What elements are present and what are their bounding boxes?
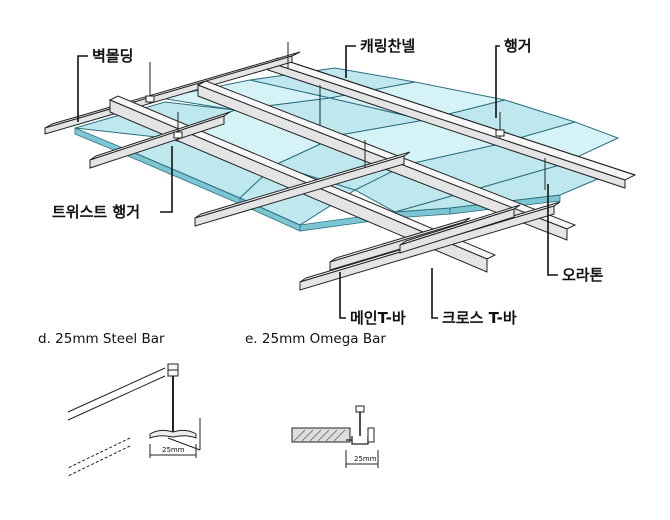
label-carrying-channel: 캐링찬넬 — [360, 37, 415, 55]
label-cross-t-bar: 크로스 T-바 — [442, 309, 517, 327]
caption-omega-bar: e. 25mm Omega Bar — [245, 331, 386, 347]
carrying-channel-bar — [266, 57, 637, 189]
label-wall-molding: 벽몰딩 — [92, 47, 133, 65]
caption-steel-bar: d. 25mm Steel Bar — [38, 331, 165, 347]
label-oralon: 오라톤 — [562, 266, 604, 284]
label-hanger: 행거 — [504, 37, 532, 55]
label-main-t-bar: 메인T-바 — [350, 309, 406, 327]
label-leaders — [77, 45, 558, 319]
hanger-rods — [145, 42, 546, 190]
cross-t-bars — [89, 111, 561, 291]
wall-molding-bar — [44, 51, 301, 135]
steel-bar-detail: 25mm — [67, 363, 201, 477]
steel-bar-width: 25mm — [162, 446, 185, 454]
label-twist-hanger: 트위스트 행거 — [52, 203, 140, 221]
omega-bar-width: 25mm — [354, 455, 377, 463]
omega-bar-detail: 25mm — [291, 405, 379, 468]
